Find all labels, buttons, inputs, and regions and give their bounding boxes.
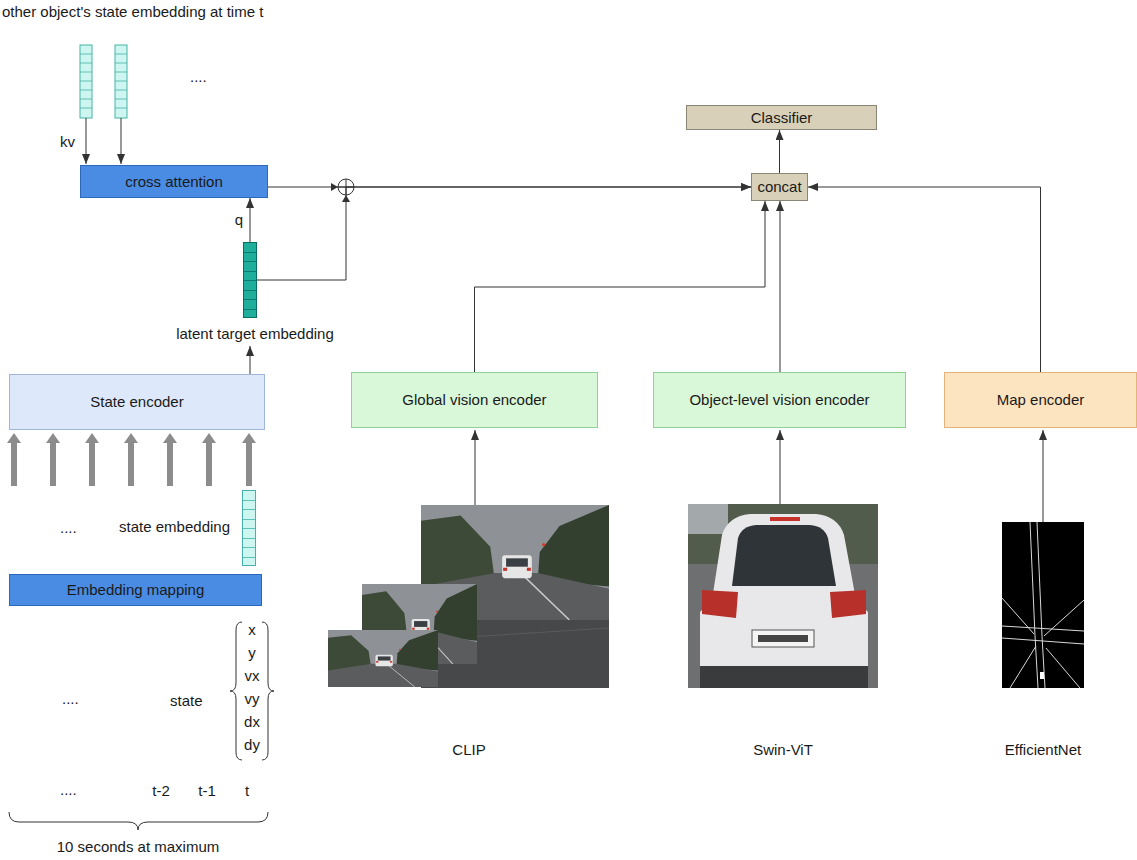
annotation-label: dx [244,713,260,731]
connector-arrow [250,198,251,242]
annotation-label: t-1 [198,782,216,800]
encoder-box: Map encoder [944,372,1137,428]
node-text: Object-level vision encoder [689,391,869,409]
map-raster [1002,522,1084,688]
annotation-label: t [245,782,249,800]
vector-rect [115,45,127,118]
embedding-vector [243,242,257,318]
node-text: State encoder [90,393,183,411]
other-object-vector [115,45,127,118]
annotation-label: other object's state embedding at time t [2,3,263,21]
node-text: Embedding mapping [67,581,205,599]
block-arrow [46,433,60,486]
license-plate [752,630,814,647]
node-text: Classifier [751,109,813,127]
annotation-label: vx [245,667,260,685]
embedding-node: latent target embedding [160,242,350,346]
vector-cells [243,253,257,310]
annotation-label: kv [60,133,75,151]
block-arrow [7,433,21,486]
block-arrow [85,433,99,486]
vector-rect [244,243,257,318]
brake-light [770,517,800,521]
input-arrow [475,430,476,505]
vector-cells [115,54,127,108]
process-box: cross attention [80,165,268,198]
object-crop-image [688,504,878,688]
annotation-label: .... [60,781,77,799]
annotation-label: 10 seconds at maximum [57,838,220,856]
annotation-label: .... [190,68,207,86]
plate-characters [758,635,808,642]
multi-scale-images [328,505,609,688]
map-ego [1040,672,1044,679]
other-object-vector [80,45,92,118]
node-text: concat [757,178,801,196]
input-arrow [780,430,781,504]
annotation-label: EfficientNet [1005,741,1081,759]
annotation-label: dy [244,736,260,754]
fusion-box: Classifier [686,105,877,130]
crop-sky [688,504,728,534]
scene-image [328,630,438,687]
tail-light [830,590,866,618]
map-lanes [1002,522,1084,688]
connector-arrow [257,187,751,280]
embedding-node: state embedding [80,490,258,567]
connector-arrow [475,201,766,372]
vector-cells [242,501,256,558]
annotation-label: y [248,644,256,662]
connector-arrow [780,201,781,372]
kv-arrow [86,118,87,164]
node-text: state embedding [119,518,230,536]
vector-rect [80,45,92,118]
annotation-label: state [170,692,203,710]
edge-label: q [234,211,244,229]
node-text: latent target embedding [160,325,350,343]
time-bracket [9,812,268,830]
encoder-box: State encoder [9,374,265,430]
process-box: Embedding mapping [9,574,262,606]
node-text: Map encoder [997,391,1085,409]
connector-arrow [808,187,1041,372]
annotation-label: Swin-ViT [753,741,813,759]
bumper [700,666,868,688]
input-arrow [1043,430,1044,522]
node-text: Global vision encoder [402,391,546,409]
crop-background [688,504,878,688]
encoder-box: Global vision encoder [351,372,598,428]
kv-arrow [121,118,122,164]
block-arrow [163,433,177,486]
block-arrow [202,433,216,486]
map-background [1002,522,1084,688]
encoder-box: Object-level vision encoder [653,372,906,428]
vector-cells [80,54,92,108]
vector-rect [243,491,256,566]
brace [262,622,274,760]
car-rear-window [732,525,836,586]
tail-light [702,590,738,618]
connector-arrow [250,346,251,374]
connector-arrow [779,130,780,173]
annotation-label: x [248,621,256,639]
annotation-label: CLIP [452,741,485,759]
block-arrow [124,433,138,486]
fusion-box: concat [751,173,808,201]
annotation-label: .... [60,519,77,537]
annotation-label: t-2 [152,782,170,800]
node-text: cross attention [125,173,223,191]
car-body [700,514,868,688]
brace [230,622,242,760]
annotation-label: .... [62,690,79,708]
block-arrow [242,433,256,486]
annotation-label: vy [245,690,260,708]
embedding-vector [242,490,256,566]
